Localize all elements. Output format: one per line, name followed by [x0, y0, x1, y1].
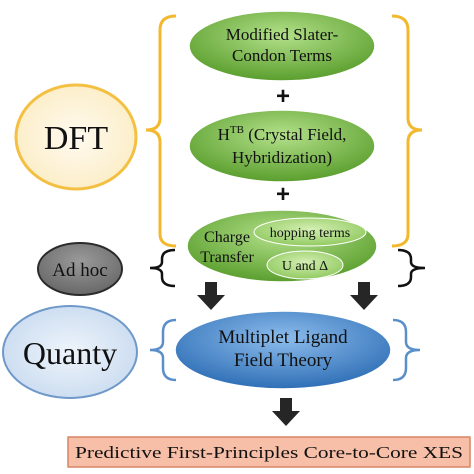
htb-line1-rest: (Crystal Field, — [244, 125, 346, 144]
hopping-terms-label: hopping terms — [270, 226, 351, 241]
mlft-ellipse — [174, 310, 392, 390]
hopping-terms-ellipse — [253, 217, 367, 247]
htb-prefix: H — [218, 125, 230, 144]
result-rect — [67, 436, 471, 468]
dft-ellipse — [14, 83, 138, 191]
u-and-delta-label: U and Δ — [282, 259, 328, 274]
adhoc-label: Ad hoc — [52, 260, 107, 281]
down-arrow-icon — [197, 282, 225, 310]
quanty-right-brace — [392, 318, 421, 382]
charge-transfer-line2: Transfer — [200, 249, 254, 266]
slater-condon-node: Modified Slater- Condon Terms — [188, 10, 376, 82]
htb-ellipse — [188, 109, 376, 183]
htb-line2: Hybridization) — [232, 148, 332, 167]
slater-condon-line1: Modified Slater- — [226, 25, 339, 44]
quanty-left-brace — [149, 318, 177, 382]
result-label: Predictive First-Principles Core-to-Core… — [75, 443, 463, 462]
quanty-node: Quanty — [2, 305, 138, 399]
down-arrow-icon — [272, 398, 300, 426]
u-and-delta-ellipse — [266, 250, 344, 280]
mlft-line1: Multiplet Ligand — [218, 327, 348, 348]
dft-left-brace — [145, 14, 177, 248]
quanty-label: Quanty — [23, 335, 117, 371]
htb-line1: HTB (Crystal Field, — [218, 124, 347, 144]
adhoc-right-brace — [397, 248, 426, 288]
plus-icon: + — [276, 83, 290, 110]
adhoc-ellipse — [37, 242, 123, 296]
dft-right-brace — [391, 14, 423, 248]
slater-condon-line2: Condon Terms — [232, 46, 332, 65]
plus-icon: + — [276, 181, 290, 208]
dft-bracket — [145, 14, 423, 248]
quanty-ellipse — [2, 305, 138, 399]
charge-transfer-node: Charge Transfer hopping terms U and Δ — [186, 209, 378, 283]
dft-label: DFT — [44, 120, 108, 157]
charge-transfer-line1: Charge — [204, 229, 250, 246]
slater-condon-ellipse — [188, 10, 376, 82]
result-box: Predictive First-Principles Core-to-Core… — [67, 436, 471, 468]
mlft-line2: Field Theory — [234, 350, 333, 371]
mlft-node: Multiplet Ligand Field Theory — [174, 310, 392, 390]
htb-superscript: TB — [230, 124, 244, 136]
dft-node: DFT — [14, 83, 138, 191]
quanty-bracket — [149, 318, 421, 382]
adhoc-node: Ad hoc — [37, 242, 123, 296]
adhoc-bracket — [149, 248, 426, 288]
adhoc-left-brace — [149, 248, 176, 288]
down-arrow-icon — [350, 282, 378, 310]
htb-node: HTB (Crystal Field, Hybridization) — [188, 109, 376, 183]
